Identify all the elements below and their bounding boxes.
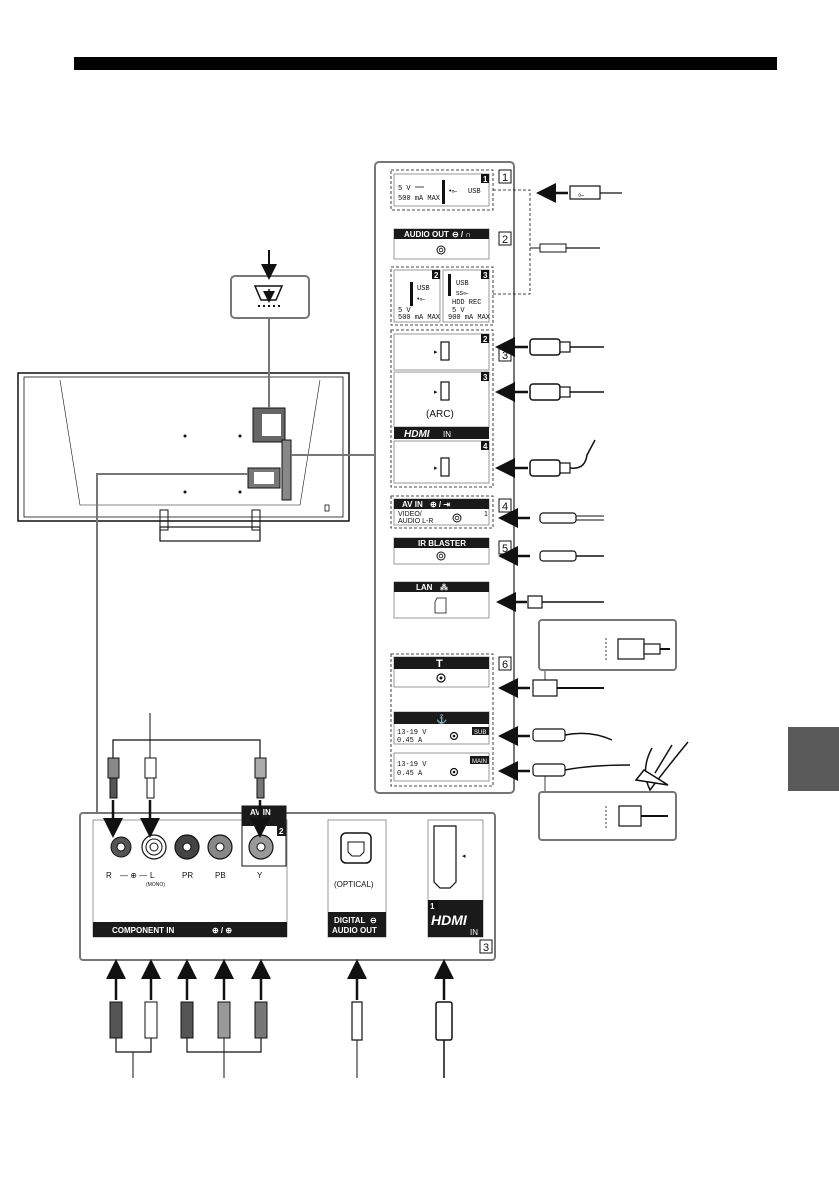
av-in-symbol-icon: ⊕ / ⇥ bbox=[430, 500, 450, 509]
component-in-label: COMPONENT IN bbox=[112, 926, 174, 935]
ac-power-box bbox=[230, 250, 310, 408]
component-pb-label: PB bbox=[215, 871, 226, 880]
hdmi-block: 2 ▸ 3 ▸ (ARC) HDMI IN 4 ▸ bbox=[390, 329, 494, 488]
satellite-dish-icon bbox=[634, 741, 689, 792]
coax-callout-bottom bbox=[538, 791, 677, 841]
leader-lines bbox=[96, 454, 375, 813]
panel-number-4: 4 bbox=[502, 501, 508, 513]
sat2-voltage: 13-19 V bbox=[397, 761, 427, 769]
lan-network-icon: ⁂ bbox=[440, 582, 448, 592]
bottom-hdmi-number: 1 bbox=[430, 902, 435, 911]
usb3-rec-label: HDD REC bbox=[452, 299, 481, 307]
panel-number-1: 1 bbox=[502, 172, 508, 184]
bottom-hdmi-in-label: IN bbox=[470, 928, 478, 937]
section-tab bbox=[788, 727, 839, 791]
usb3-symbol-icon: ss⟜ bbox=[456, 290, 469, 297]
av-in-number: 1 bbox=[484, 511, 488, 518]
panel-number-3: 3 bbox=[502, 350, 508, 362]
usb-plug-icon: ⟜ bbox=[578, 190, 585, 199]
panel-number-6: 6 bbox=[502, 659, 508, 671]
lan-box: LAN ⁂ bbox=[393, 581, 490, 619]
usb2-symbol-icon: •⟜ bbox=[417, 296, 425, 303]
usb3-current: 900 mA MAX bbox=[448, 314, 491, 322]
top-rca-plugs bbox=[103, 713, 270, 838]
component-jacks bbox=[110, 834, 274, 860]
hdmi4-number: 4 bbox=[483, 442, 488, 451]
usb2-voltage: 5 V bbox=[398, 307, 411, 315]
usb2-number: 2 bbox=[434, 271, 439, 280]
usb1-current: 500 mA MAX bbox=[398, 195, 441, 203]
satellite-symbol-icon: ⚓ bbox=[436, 713, 447, 724]
antenna-symbol-icon: T bbox=[436, 658, 443, 670]
sat2-current: 0.45 A bbox=[397, 770, 423, 778]
hdmi-in-label: IN bbox=[443, 430, 451, 439]
digital-label: DIGITAL bbox=[334, 916, 366, 925]
coax-callout-top bbox=[538, 619, 677, 671]
audio-out-label: AUDIO OUT bbox=[404, 230, 449, 239]
component-r-label: R bbox=[106, 871, 112, 880]
usb1-voltage: 5 V bbox=[398, 185, 411, 193]
sat-main-label: MAIN bbox=[472, 759, 487, 765]
audio-out-box: AUDIO OUT ⊖ / ∩ bbox=[393, 228, 490, 260]
hdmi2-number: 2 bbox=[483, 335, 488, 344]
lan-label: LAN bbox=[416, 583, 433, 592]
panel-number-2: 2 bbox=[502, 234, 508, 246]
component-symbol-icon: ⊕ / ⊕ bbox=[212, 926, 232, 935]
right-cables: ⟜ bbox=[495, 183, 631, 792]
usb1-label: USB bbox=[468, 188, 481, 196]
bottom-panel: COMPONENT IN ⊕ / ⊕ R — ⊕ — L (MONO) PR P… bbox=[79, 805, 496, 961]
bottom-hdmi-group-number: 3 bbox=[483, 942, 489, 954]
digital-out-symbol-icon: ⊖ bbox=[370, 916, 377, 925]
component-pr-label: PR bbox=[182, 871, 193, 880]
av-in-sub-label-1: VIDEO/ bbox=[398, 511, 422, 518]
bottom-av-in-number: 2 bbox=[279, 827, 284, 836]
usb1-number: 1 bbox=[483, 175, 488, 184]
av-in-box: AV IN ⊕ / ⇥ 1 VIDEO/ AUDIO L-R bbox=[390, 495, 494, 529]
usb3-number: 3 bbox=[483, 271, 488, 280]
av-in-label: AV IN bbox=[402, 500, 423, 509]
usb2-current: 500 mA MAX bbox=[398, 314, 441, 322]
hdmi3-marker-icon: ▸ bbox=[434, 389, 438, 396]
tv-rear-view bbox=[17, 372, 350, 542]
side-panel: 1 2 3 4 5 6 1 5 V 500 mA MAX •⟜ USB bbox=[374, 161, 515, 794]
usb2-usb3-box: 2 USB •⟜ 5 V 500 mA MAX 3 USB ss⟜ HDD RE… bbox=[390, 266, 494, 326]
optical-label: (OPTICAL) bbox=[334, 880, 374, 889]
hdmi4-marker-icon: ▸ bbox=[434, 465, 438, 472]
component-audio-symbol-icon: — ⊕ — bbox=[120, 871, 147, 880]
page-title-bar bbox=[74, 57, 777, 70]
sat-sub-label: SUB bbox=[474, 730, 486, 736]
usb3-label: USB bbox=[456, 280, 469, 288]
component-y-label: Y bbox=[257, 871, 263, 880]
usb2-label: USB bbox=[417, 285, 430, 293]
component-mono-label: (MONO) bbox=[146, 882, 165, 888]
usb3-voltage: 5 V bbox=[452, 307, 465, 315]
antenna-box: T ⚓ SUB 13-19 V 0.45 A MAIN 13-19 V 0.45… bbox=[390, 653, 494, 787]
ir-blaster-box: IR BLASTER bbox=[393, 537, 490, 565]
component-l-label: L bbox=[150, 871, 155, 880]
headphone-symbol-icon: ⊖ / ∩ bbox=[452, 230, 471, 239]
sat1-voltage: 13-19 V bbox=[397, 729, 427, 737]
hdmi2-marker-icon: ▸ bbox=[434, 349, 438, 356]
av-in-sub-label-2: AUDIO L-R bbox=[398, 518, 433, 525]
usb1-port-box: 1 5 V 500 mA MAX •⟜ USB bbox=[390, 169, 494, 211]
ir-blaster-label: IR BLASTER bbox=[418, 539, 466, 548]
sat1-current: 0.45 A bbox=[397, 737, 423, 745]
hdmi-logo: HDMI bbox=[404, 429, 430, 440]
hdmi3-number: 3 bbox=[483, 373, 488, 382]
panel-number-5: 5 bbox=[502, 543, 508, 555]
usb1-symbol-icon: •⟜ bbox=[449, 188, 457, 195]
hdmi1-marker-icon: ◂ bbox=[462, 853, 466, 860]
bottom-hdmi-logo: HDMI bbox=[431, 912, 468, 928]
audio-out-bottom-label: AUDIO OUT bbox=[332, 926, 377, 935]
hdmi-arc-label: (ARC) bbox=[426, 409, 454, 420]
bottom-plugs bbox=[106, 959, 454, 1078]
